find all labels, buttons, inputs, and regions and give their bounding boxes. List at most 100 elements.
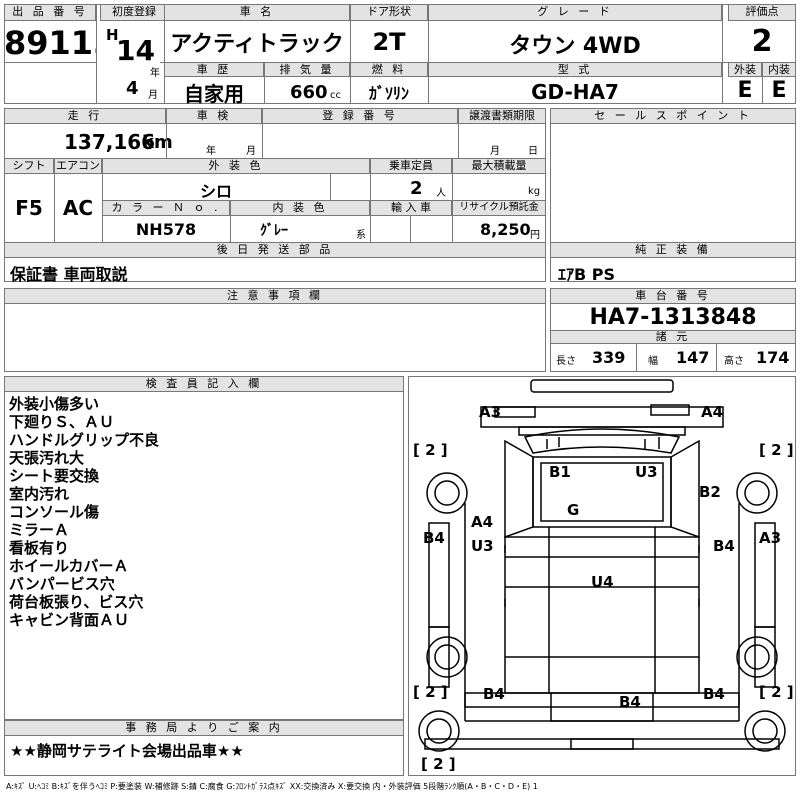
damage-mark: B4 (713, 537, 735, 555)
interior-header: 内装 (762, 62, 796, 77)
score-header: 評価点 (728, 4, 796, 21)
note-line: 看板有り (9, 539, 70, 557)
recycle-fee: 8,250 (480, 220, 531, 239)
door-type: 2T (372, 28, 406, 56)
tire-bracket: [ 2 ] (759, 441, 794, 459)
exterior-score: E (737, 78, 753, 103)
width-label: 幅 (648, 356, 658, 367)
shift-header: シフト (4, 158, 54, 174)
ac-header: エアコン (54, 158, 102, 174)
inspection-month-unit: 月 (246, 146, 256, 157)
truck-diagram (418, 379, 786, 752)
reg-month: 4 (126, 78, 139, 99)
damage-mark: G (567, 501, 580, 519)
damage-mark: B1 (549, 463, 571, 481)
note-line: 下廻りＳ、ＡＵ (9, 413, 115, 431)
model-header: 型 式 (428, 62, 722, 77)
damage-mark: U3 (635, 463, 658, 481)
import-header: 輸 入 車 (370, 200, 452, 216)
reg-year: 14 (116, 34, 155, 67)
interior-score: E (771, 78, 787, 103)
note-line: ミラーＡ (9, 521, 70, 539)
displacement-header: 排 気 量 (264, 62, 350, 77)
note-line: 天張汚れ大 (9, 449, 85, 467)
length: 339 (592, 348, 626, 367)
era: H (106, 26, 119, 44)
lot-no-header: 出 品 番 号 (4, 4, 96, 21)
damage-mark: A3 (479, 403, 502, 421)
load-unit: kg (528, 186, 541, 197)
history-header: 車 歴 (164, 62, 264, 77)
interior-color-unit: 系 (356, 230, 366, 241)
equip-header: 純 正 装 備 (550, 242, 796, 258)
note-line: 室内汚れ (9, 485, 70, 503)
width: 147 (676, 348, 710, 367)
damage-mark: B4 (619, 693, 641, 711)
note-line: コンソール傷 (9, 503, 100, 521)
later-parts: 保証書 車両取説 (10, 265, 128, 284)
tire-bracket: [ 2 ] (759, 683, 794, 701)
model: GD-HA7 (531, 80, 619, 104)
first-reg-header: 初度登録 (100, 4, 168, 21)
month-unit: 月 (148, 90, 158, 101)
ac: AC (62, 196, 94, 220)
note-line: 外装小傷多い (9, 395, 100, 413)
later-parts-header: 後 日 発 送 部 品 (4, 242, 546, 258)
note-line: キャビン背面ＡＵ (9, 611, 130, 629)
inspection-header: 車 検 (166, 108, 262, 124)
damage-mark: B4 (703, 685, 725, 703)
tire-bracket: [ 2 ] (413, 683, 448, 701)
exterior-header: 外装 (728, 62, 762, 77)
height-label: 高さ (724, 356, 744, 367)
damage-mark: A4 (701, 403, 724, 421)
capacity: 2 (410, 178, 423, 199)
interior-color-header: 内 装 色 (230, 200, 370, 216)
tire-bracket: [ 2 ] (421, 755, 456, 773)
note-line: ホイールカバーＡ (9, 557, 129, 575)
car-name-header: 車 名 (164, 4, 350, 21)
mileage-unit: km (142, 132, 173, 153)
length-label: 長さ (556, 356, 576, 367)
office-text: ★★静岡サテライト会場出品車★★ (10, 742, 244, 760)
note-line: ハンドルグリップ不良 (9, 431, 160, 449)
history: 自家用 (184, 82, 244, 106)
inspection-year-unit: 年 (206, 146, 216, 157)
color-header: 外 装 色 (102, 158, 370, 174)
transfer-header: 譲渡書類期限 (458, 108, 546, 124)
sales-header: セ ー ル ス ポ イ ン ト (550, 108, 796, 124)
inspector-section (4, 376, 404, 720)
chassis-no: HA7-1313848 (589, 305, 757, 330)
damage-mark: B4 (423, 529, 445, 547)
damage-mark: A3 (759, 529, 782, 547)
color-no-header: カ ラ ー Ｎ ｏ . (102, 200, 230, 216)
color: シロ (199, 182, 232, 201)
height: 174 (756, 348, 790, 367)
office-header: 事 務 局 よ り ご 案 内 (4, 720, 404, 736)
year-unit: 年 (150, 68, 160, 79)
legend: A:ｷｽﾞ U:ﾍｺﾐ B:ｷｽﾞを伴うﾍｺﾐ P:要塗装 W:補修跡 S:錆 … (6, 782, 538, 791)
shift: F5 (15, 196, 43, 220)
fuel-header: 燃 料 (350, 62, 428, 77)
mileage: 137,166 (64, 130, 156, 154)
note-line: シート要交換 (9, 467, 100, 485)
damage-mark: U4 (591, 573, 614, 591)
tire-bracket: [ 2 ] (413, 441, 448, 459)
displacement: 660 (290, 82, 328, 103)
load-header: 最大積載量 (452, 158, 546, 174)
damage-diagram: A3 A4 B1 U3 B2 G A4 U3 B4 B4 A3 U4 B4 B4… (408, 376, 796, 776)
displacement-unit: cc (330, 90, 341, 101)
note-line: 荷台板張り、ビス穴 (9, 593, 144, 611)
lot-no: 89115 (4, 24, 96, 62)
capacity-unit: 人 (436, 188, 446, 199)
damage-mark: B4 (483, 685, 505, 703)
door-header: ドア形状 (350, 4, 428, 21)
spec-header: 諸 元 (550, 330, 796, 344)
inspector-notes: 外装小傷多い 下廻りＳ、ＡＵ ハンドルグリップ不良 天張汚れ大 シート要交換 室… (9, 395, 399, 629)
transfer-day-unit: 日 (528, 146, 538, 157)
note-line: バンパービス穴 (9, 575, 115, 593)
score: 2 (751, 24, 773, 59)
inspector-header: 検 査 員 記 入 欄 (4, 376, 404, 392)
damage-mark: B2 (699, 483, 721, 501)
damage-mark: U3 (471, 537, 494, 555)
caution-header: 注 意 事 項 欄 (4, 288, 546, 304)
